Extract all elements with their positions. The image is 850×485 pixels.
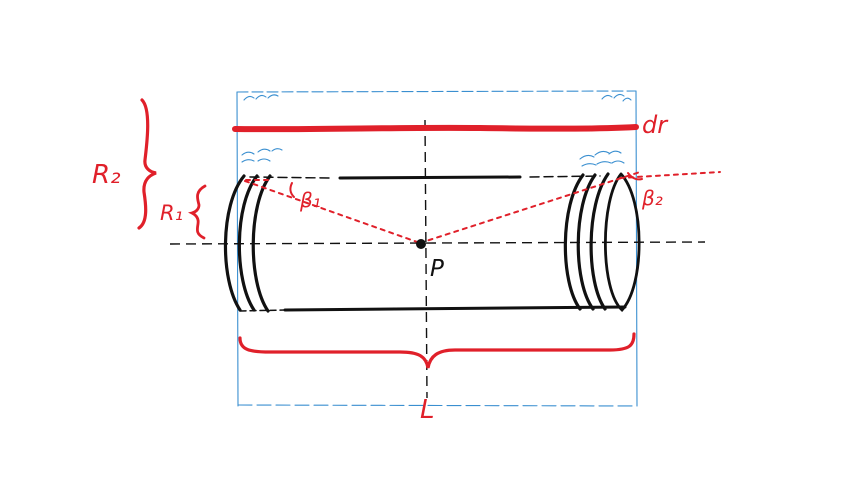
- line-to-right-edge: [419, 171, 641, 244]
- line-horizontal-edge: [245, 171, 721, 181]
- left-coil: [223, 174, 246, 312]
- central-axis: [169, 241, 706, 245]
- label-beta1: β₁: [299, 188, 321, 212]
- r1-brace: [187, 184, 207, 240]
- label-r2: R₂: [92, 160, 121, 190]
- r2-brace: [137, 98, 157, 230]
- label-length: L: [420, 395, 435, 425]
- line-to-left-edge: [244, 180, 421, 244]
- construction-box: [236, 90, 638, 407]
- right-coil: [563, 173, 585, 311]
- angle-lines: [244, 171, 721, 244]
- label-point-p: P: [430, 256, 444, 282]
- length-brace: [238, 332, 636, 369]
- axes: [169, 119, 706, 399]
- vertical-midline: [424, 119, 428, 399]
- solenoid-bottom-edge: [283, 305, 627, 312]
- label-beta2: β₂: [641, 186, 663, 210]
- solenoid-top-edge: [338, 175, 522, 180]
- right-end-cap: [604, 172, 641, 312]
- point-p-dot: [416, 239, 426, 249]
- label-dr: dr: [642, 111, 669, 139]
- solenoid-body: [223, 172, 641, 313]
- label-r1: R₁: [160, 201, 183, 225]
- shell-line-dr: [232, 124, 639, 133]
